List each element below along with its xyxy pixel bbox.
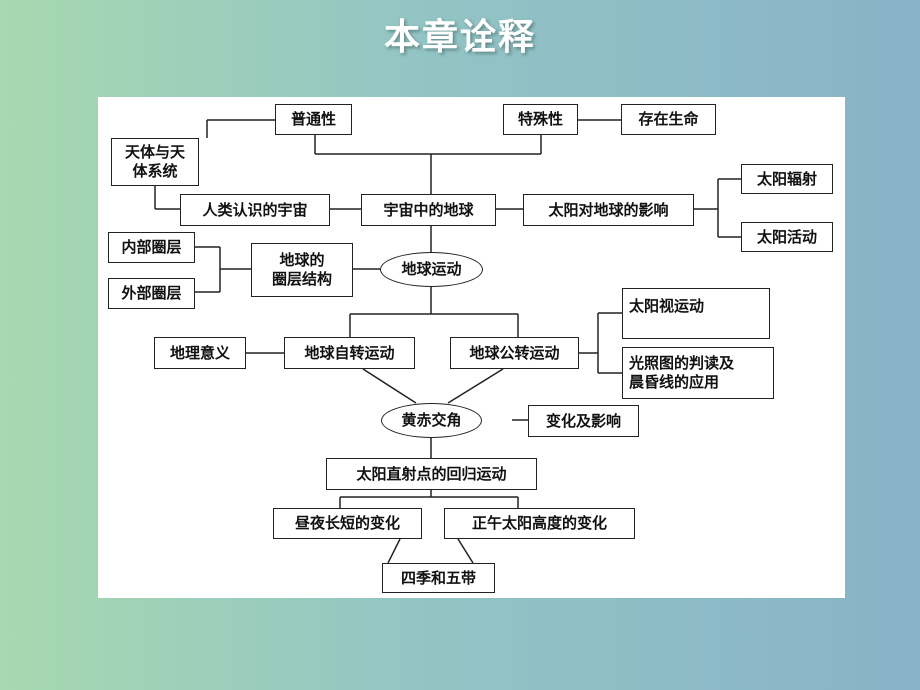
node-zhengwu: 正午太阳高度的变化 xyxy=(444,508,635,539)
node-fushe: 太阳辐射 xyxy=(741,164,833,194)
node-shiyundong: 太阳视运动 xyxy=(622,288,770,339)
node-zizhuan: 地球自转运动 xyxy=(284,337,415,369)
node-neibu: 内部圈层 xyxy=(108,232,195,263)
connector-lines xyxy=(154,119,741,564)
node-gongzhuan: 地球公转运动 xyxy=(450,337,579,369)
node-quanceng: 地球的 圈层结构 xyxy=(251,243,353,297)
node-huodong: 太阳活动 xyxy=(741,222,833,252)
node-zhouye: 昼夜长短的变化 xyxy=(273,508,422,539)
node-siji: 四季和五带 xyxy=(382,563,495,593)
page-title: 本章诠释 xyxy=(383,17,536,58)
node-bianhua: 变化及影响 xyxy=(528,405,639,437)
node-renlei: 人类认识的宇宙 xyxy=(180,194,330,226)
node-guangzhao: 光照图的判读及 晨昏线的应用 xyxy=(622,347,774,399)
node-putong: 普通性 xyxy=(275,104,352,135)
node-taiyang-yingxiang: 太阳对地球的影响 xyxy=(523,194,694,226)
node-waibu: 外部圈层 xyxy=(108,278,195,309)
node-yuzhou: 宇宙中的地球 xyxy=(361,194,496,226)
node-teshu: 特殊性 xyxy=(503,104,578,135)
node-zhishe: 太阳直射点的回归运动 xyxy=(326,458,537,490)
node-dili: 地理意义 xyxy=(154,337,246,369)
concept-map-panel: 普通性 特殊性 存在生命 天体与天 体系统 人类认识的宇宙 宇宙中的地球 太阳对… xyxy=(98,97,845,598)
node-huangchi: 黄赤交角 xyxy=(381,403,482,438)
node-shengming: 存在生命 xyxy=(621,104,716,135)
node-yundong: 地球运动 xyxy=(380,252,483,287)
node-tianti: 天体与天 体系统 xyxy=(111,138,199,186)
